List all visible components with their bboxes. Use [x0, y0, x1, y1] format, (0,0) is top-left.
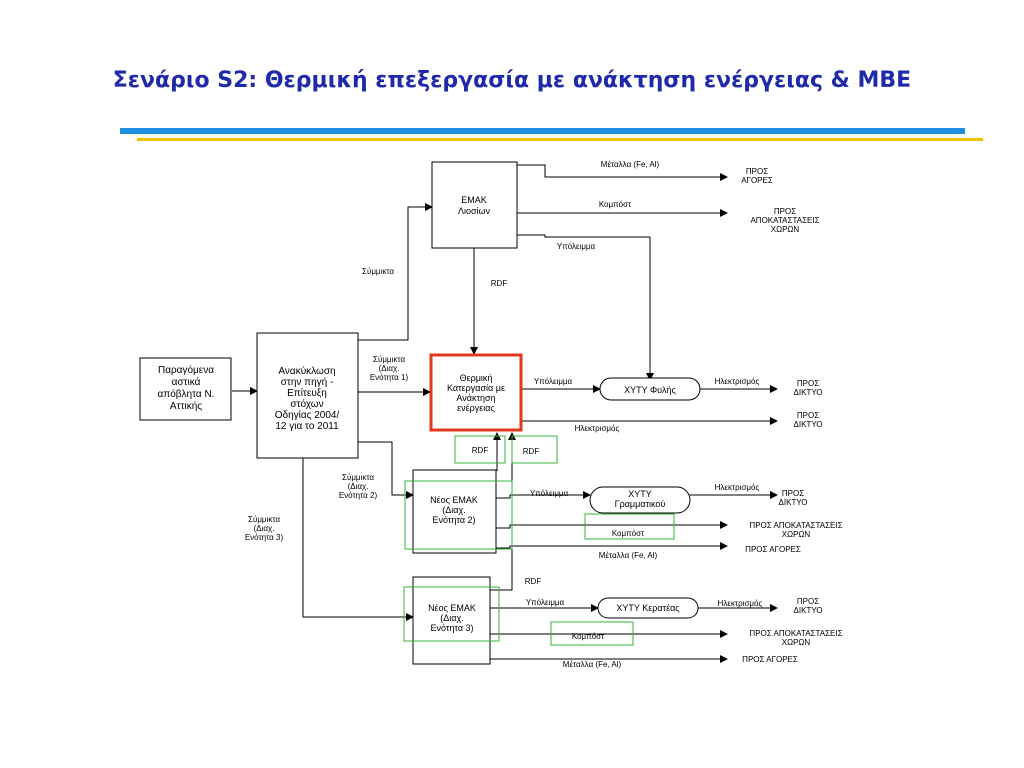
new-emak-2-highlight	[404, 480, 513, 550]
source-recycling-box	[256, 332, 359, 459]
page-title: Σενάριο S2: Θερμική επεξεργασία με ανάκτ…	[112, 68, 912, 93]
label-compost-liosion: Κομπόστ	[599, 200, 632, 209]
label-electricity-thermal: Ηλεκτρισμός	[575, 424, 620, 433]
label-electricity-fyli: Ηλεκτρισμός	[715, 377, 760, 386]
label-metals-liosion: Μέταλλα (Fe, Al)	[601, 160, 660, 169]
new-emak-2-box	[412, 469, 497, 554]
rdf-highlight-right	[511, 435, 558, 464]
dest-markets-emak2: ΠΡΟΣ ΑΓΟΡΕΣ	[745, 545, 801, 554]
label-mixed-unit3: Σύμμικτα(Διαχ.Ενότητα 3)	[245, 515, 284, 542]
label-rdf-liosion: RDF	[491, 279, 508, 288]
emak-liosion-box	[431, 161, 518, 249]
label-mixed-top: Σύμμικτα	[362, 267, 394, 276]
label-rdf-emak3: RDF	[525, 577, 542, 586]
label-compost-emak2: Κομπόστ	[612, 529, 645, 538]
new-emak-3-box	[412, 576, 491, 665]
compost-highlight-2	[584, 513, 675, 540]
label-mixed-unit2: Σύμμικτα(Διαχ.Ενότητα 2)	[339, 473, 378, 500]
label-metals-emak2: Μέταλλα (Fe, Al)	[599, 551, 658, 560]
yellow-divider	[137, 138, 983, 141]
dest-markets-emak3: ΠΡΟΣ ΑΓΟΡΕΣ	[742, 655, 798, 664]
label-compost-emak3: Κομπόστ	[572, 632, 605, 641]
label-electricity-keratea: Ηλεκτρισμός	[718, 599, 763, 608]
label-mixed-unit1: Σύμμικτα(Διαχ.Ενότητα 1)	[370, 355, 409, 382]
thermal-treatment-box	[429, 353, 523, 432]
label-electricity-grammatiko: Ηλεκτρισμός	[715, 483, 760, 492]
compost-highlight-3	[550, 621, 634, 646]
generated-waste-box	[139, 357, 232, 421]
landfill-keratea-oval	[597, 597, 699, 619]
landfill-grammatiko-oval	[589, 486, 691, 514]
label-residue-emak3: Υπόλειμμα	[526, 598, 565, 607]
landfill-fyli-oval	[599, 377, 701, 401]
label-rdf-emak3-box: RDF	[523, 447, 540, 456]
landfill-fyli-text: ΧΥΤΥ Φυλής	[624, 385, 676, 395]
new-emak-3-text: Νέος ΕΜΑΚ(Διαχ.Ενότητα 3)	[428, 603, 476, 633]
new-emak-3-highlight	[403, 586, 500, 642]
new-emak-2-text: Νέος ΕΜΑΚ(Διαχ.Ενότητα 2)	[430, 495, 478, 525]
landfill-keratea-text: ΧΥΤΥ Κερατέας	[616, 603, 680, 613]
label-residue-thermal: Υπόλειμμα	[534, 377, 573, 386]
label-metals-emak3: Μέταλλα (Fe, Al)	[563, 660, 622, 669]
label-residue-emak2: Υπόλειμμα	[530, 489, 569, 498]
rdf-highlight-left	[454, 435, 506, 464]
blue-divider	[120, 128, 965, 134]
label-residue-liosion: Υπόλειμμα	[557, 242, 596, 251]
label-rdf-emak2: RDF	[472, 446, 489, 455]
